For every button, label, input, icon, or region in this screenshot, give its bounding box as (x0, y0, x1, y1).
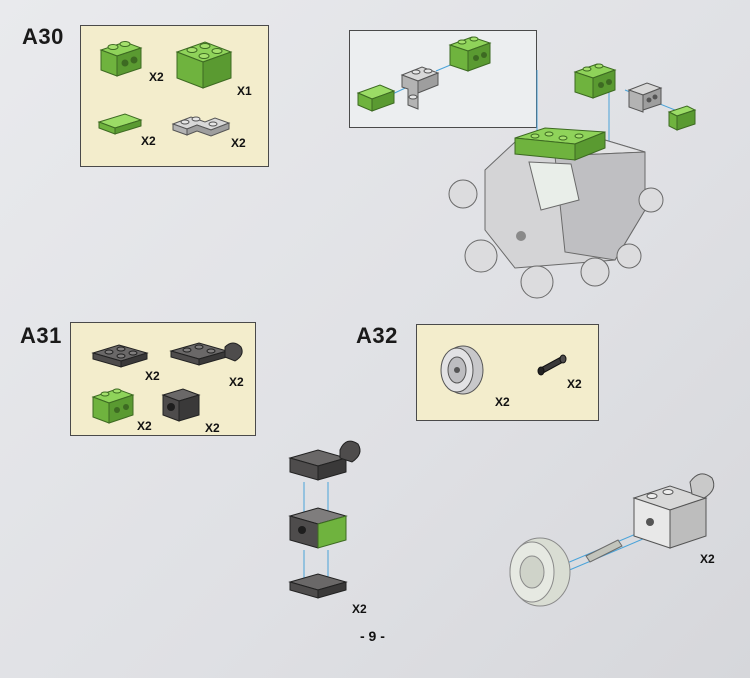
step-label-a32: A32 (356, 323, 398, 348)
inset-exploded-view (356, 36, 492, 112)
qty-a31-2: X2 (229, 375, 244, 389)
qty-a31-3: X2 (137, 419, 152, 433)
page-number: - 9 - (360, 628, 385, 644)
vehicle-body-model (448, 63, 697, 299)
step-label-a31: A31 (20, 323, 62, 348)
qty-a31-assembly: X2 (352, 602, 367, 616)
qty-a32-2: X2 (567, 377, 582, 391)
gray-corner-plate-icon (171, 116, 231, 137)
dark-plate-2x2-icon (91, 344, 149, 368)
parts-box-a30: X2 X1 X2 X2 (80, 25, 269, 167)
qty-a32-1: X2 (495, 395, 510, 409)
green-brick-1x2-icon (99, 41, 143, 77)
qty-a30-2: X1 (237, 84, 252, 98)
inset-box-a30 (349, 30, 537, 128)
qty-a32-assembly: X2 (700, 552, 715, 566)
a32-assembly-model (509, 473, 715, 607)
parts-box-a32: X2 X2 (416, 324, 599, 421)
dark-hinge-plate-icon (169, 342, 243, 366)
green-tile-icon (97, 113, 143, 135)
qty-a30-1: X2 (149, 70, 164, 84)
green-brick-1x2-icon (91, 388, 135, 424)
green-brick-2x2-icon (175, 41, 233, 89)
qty-a30-4: X2 (231, 136, 246, 150)
a31-assembly-model (288, 440, 361, 599)
dark-technic-brick-icon (161, 388, 201, 422)
qty-a31-1: X2 (145, 369, 160, 383)
axle-pin-icon (537, 354, 567, 376)
step-label-a30: A30 (22, 24, 64, 49)
parts-box-a31: X2 X2 X2 X2 (70, 322, 256, 436)
qty-a31-4: X2 (205, 421, 220, 435)
wheel-icon (440, 345, 484, 395)
qty-a30-3: X2 (141, 134, 156, 148)
